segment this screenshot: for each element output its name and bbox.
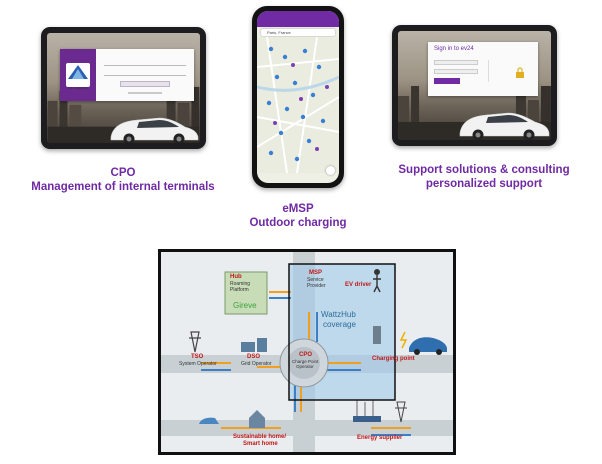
hub-title: Hub (230, 274, 242, 280)
hub-platform-label: Platform (230, 287, 249, 293)
triangle-logo-icon (68, 65, 88, 79)
sign-in-button[interactable] (120, 81, 170, 87)
emsp-title: eMSP (282, 203, 314, 215)
map-search-text: Paris, France (267, 30, 291, 35)
cpo-node-sub2: Operator (296, 364, 314, 369)
support-tablet: Sign in to ev24 (392, 25, 557, 146)
support-caption: Support solutions & consulting personali… (376, 163, 592, 191)
logo-text: MY COMPANY (67, 86, 89, 90)
tso-sub-label: System Operator (179, 361, 217, 367)
electric-car-image (110, 117, 199, 143)
signin-card: Sign in to ev24 (428, 42, 538, 96)
electric-car-image (459, 112, 550, 140)
company-logo-box: MY COMPANY (66, 63, 90, 90)
lock-icon (516, 67, 524, 78)
cpo-title: CPO (110, 167, 136, 179)
cpo-tablet-screen: MY COMPANY (47, 33, 200, 143)
gireve-label: Gireve (233, 301, 257, 310)
charging-point-label: Charging point (372, 356, 415, 362)
coverage-label-2: coverage (323, 320, 356, 329)
support-title: Support solutions & consulting (398, 164, 570, 176)
emsp-subtitle: Outdoor charging (249, 217, 347, 229)
lightning-icon (399, 331, 408, 349)
energy-pylon-icon (395, 401, 407, 423)
diagram-graphics (161, 252, 453, 452)
cpo-caption: CPO Management of internal terminals (20, 166, 226, 194)
grid-building-icon (241, 342, 255, 352)
emsp-phone-screen: Paris, France (257, 11, 339, 183)
email-field[interactable] (434, 60, 478, 65)
language-row (128, 92, 162, 94)
msp-title: MSP (309, 270, 323, 276)
username-field[interactable] (104, 61, 186, 66)
house-icon (249, 410, 265, 428)
home-label-2: Smart home (243, 441, 278, 447)
emsp-phone: Paris, France (252, 6, 344, 188)
emsp-caption: eMSP Outdoor charging (228, 202, 368, 230)
dso-title: DSO (247, 354, 261, 360)
energy-supplier-label: Energy supplier (357, 435, 403, 441)
password-field[interactable] (104, 71, 186, 76)
locate-me-button[interactable] (326, 166, 335, 175)
driver-icon (374, 269, 380, 275)
help-panel (488, 60, 532, 82)
cpo-node-sub1: Charge Point (292, 359, 319, 364)
coverage-frame (288, 263, 396, 401)
hub-roaming-label: Roaming (230, 281, 251, 287)
pylon-icon (189, 331, 201, 353)
signin-button[interactable] (434, 78, 460, 84)
ev-driver-label: EV driver (345, 282, 372, 288)
password-field[interactable] (434, 69, 478, 74)
support-tablet-screen: Sign in to ev24 (398, 31, 551, 140)
signin-heading: Sign in to ev24 (434, 46, 474, 52)
support-subtitle: personalized support (425, 178, 543, 190)
dso-sub-label: Grid Operator (241, 361, 272, 367)
company-logo-panel: MY COMPANY (60, 49, 96, 101)
map-search-bar[interactable]: Paris, France (261, 29, 335, 36)
app-header-bar (257, 11, 339, 27)
solar-panel-icon (353, 416, 381, 422)
coverage-label-1: WattzHub (321, 310, 356, 319)
login-card: MY COMPANY (60, 49, 194, 101)
home-label-1: Sustainable home/ (233, 434, 287, 440)
charging-station-icon (373, 326, 381, 344)
tso-title: TSO (191, 354, 204, 360)
cpo-node-title: CPO (299, 352, 313, 358)
cpo-subtitle: Management of internal terminals (31, 181, 215, 193)
ev-car-icon (409, 337, 447, 352)
cpo-tablet: MY COMPANY (41, 27, 206, 149)
ecosystem-diagram: Hub Roaming Platform Gireve MSP Service … (158, 249, 456, 455)
msp-provider-label: Provider (307, 283, 326, 289)
msp-service-label: Service (307, 277, 324, 283)
charging-map[interactable] (257, 37, 339, 173)
home-car-icon (199, 417, 219, 424)
